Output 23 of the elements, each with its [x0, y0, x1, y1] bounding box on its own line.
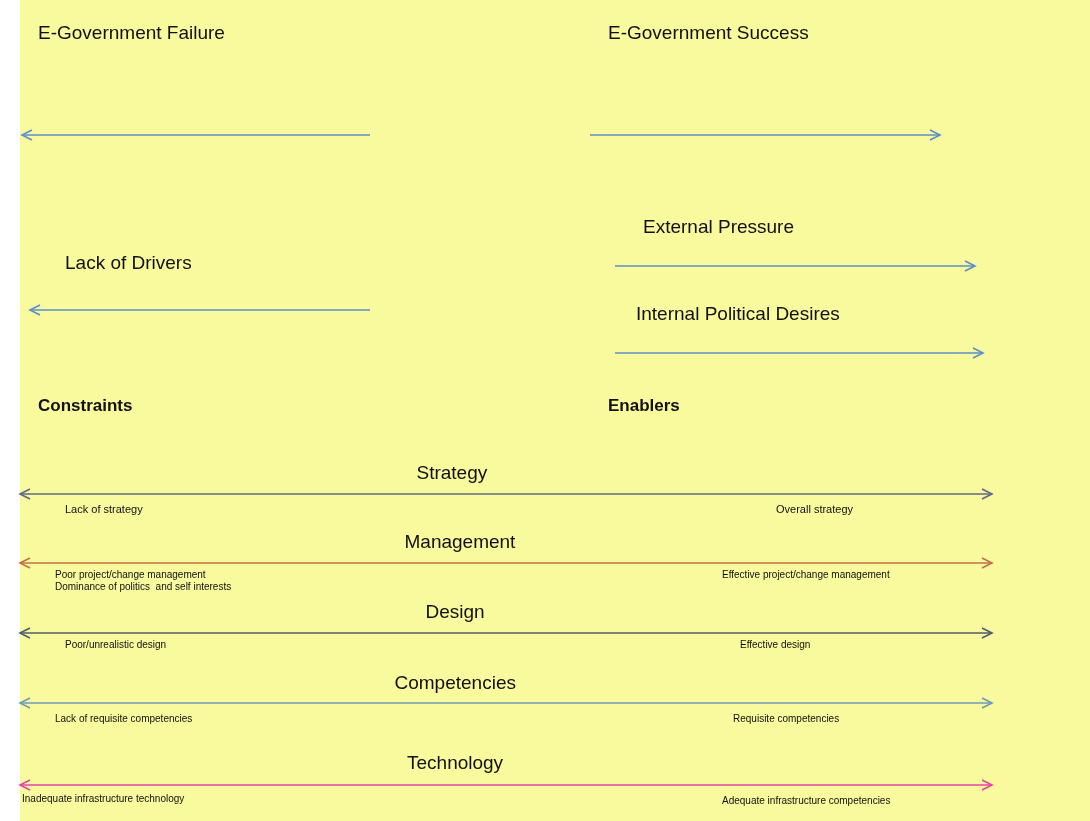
factor-text: Overall strategy [776, 503, 854, 516]
category-label: Competencies [394, 672, 516, 694]
section-heading: Constraints [38, 396, 133, 416]
factor-text: Lack of requisite competencies [55, 713, 193, 725]
arrow-label: E-Government Success [608, 22, 809, 44]
category-label: Technology [407, 752, 504, 774]
factor-text: Effective project/change management [722, 569, 890, 581]
factor-text: Inadequate infrastructure technology [22, 793, 185, 805]
factor-text: Effective design [740, 639, 811, 651]
factor-text: Poor project/change management [55, 569, 206, 581]
factor-text: Requisite competencies [733, 713, 840, 725]
factor-text: Poor/unrealistic design [65, 639, 167, 651]
category-label: Strategy [416, 462, 488, 484]
category-label: Management [404, 531, 516, 553]
section-heading: Enablers [608, 396, 680, 416]
factor-text: Adequate infrastructure competencies [722, 795, 891, 807]
factor-text: Dominance of politics and self interests [55, 581, 232, 593]
category-label: Design [425, 601, 485, 623]
arrow-label: Lack of Drivers [65, 252, 192, 274]
arrow-label: Internal Political Desires [636, 303, 840, 325]
arrow-label: E-Government Failure [38, 22, 225, 44]
factor-text: Lack of strategy [65, 503, 143, 516]
arrow-label: External Pressure [643, 216, 794, 238]
